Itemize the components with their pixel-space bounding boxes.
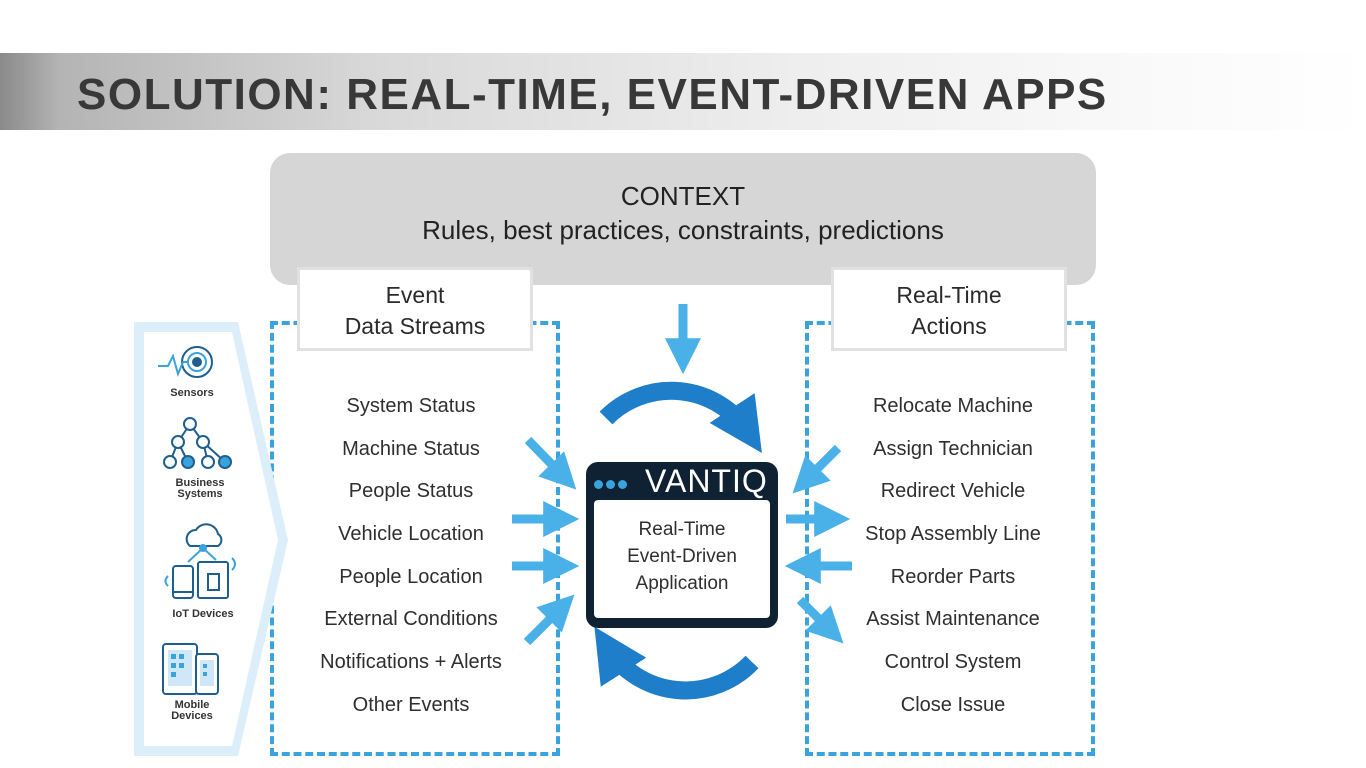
list-item: Notifications + Alerts (320, 651, 502, 674)
feedback-arrow-1 (792, 444, 842, 494)
application-text: Real-Time Event-Driven Application (594, 516, 770, 597)
mobile-devices-label-line2: Devices (171, 710, 213, 722)
action-arrows (784, 444, 852, 644)
cycle-arrow-bottom (594, 626, 759, 700)
window-dots-icon (594, 476, 630, 494)
iot-devices-label: IoT Devices (172, 608, 234, 620)
network-icon (163, 417, 232, 469)
mobile-icon (162, 643, 219, 695)
sensors-label: Sensors (170, 387, 214, 399)
list-item: Control System (884, 651, 1022, 674)
actions-header: Real-Time Actions (831, 267, 1067, 351)
slide-title: SOLUTION: REAL-TIME, EVENT-DRIVEN APPS (77, 70, 1108, 119)
iot-icon (164, 523, 236, 599)
title-band (0, 53, 1366, 130)
list-item: Assist Maintenance (866, 608, 1040, 631)
list-item: Assign Technician (873, 437, 1033, 460)
list-item: People Status (348, 480, 474, 503)
cycle-arrow-top (599, 381, 762, 453)
input-arrow-1 (524, 436, 577, 490)
event-streams-header: Event Data Streams (297, 267, 533, 351)
list-item: People Location (339, 565, 483, 588)
event-streams-header-line2: Data Streams (344, 313, 486, 339)
event-streams-header-line1: Event (385, 282, 445, 308)
application-line1: Real-Time (638, 519, 726, 540)
input-arrows (512, 436, 580, 646)
context-title: CONTEXT (620, 181, 746, 211)
actions-header-line1: Real-Time (896, 282, 1002, 308)
input-arrow-4 (523, 594, 575, 646)
application-line3: Application (635, 573, 729, 594)
business-systems-label-line2: Systems (177, 488, 223, 500)
list-item: Stop Assembly Line (865, 523, 1041, 546)
actions-list: Relocate Machine Assign Technician Redir… (838, 385, 1068, 727)
list-item: Relocate Machine (872, 395, 1034, 417)
event-streams-list: System Status Machine Status People Stat… (296, 385, 526, 727)
list-item: Machine Status (342, 437, 480, 460)
list-item: Close Issue (900, 693, 1006, 716)
list-item: External Conditions (324, 608, 498, 631)
vantiq-logo: VANTIQ (645, 463, 768, 499)
output-arrow-2 (796, 596, 844, 644)
list-item: Other Events (352, 693, 470, 716)
actions-header-line2: Actions (911, 313, 987, 339)
application-line2: Event-Driven (627, 546, 737, 567)
business-systems-label-line1: Business (175, 477, 225, 489)
list-item: System Status (346, 395, 476, 417)
mobile-devices-label: Mobile Devices (150, 700, 234, 722)
context-subtitle: Rules, best practices, constraints, pred… (422, 215, 944, 245)
application-panel (594, 500, 770, 618)
list-item: Reorder Parts (890, 565, 1016, 588)
list-item: Redirect Vehicle (880, 480, 1026, 503)
business-systems-label: Business Systems (150, 478, 250, 500)
mobile-devices-label-line1: Mobile (174, 699, 210, 711)
list-item: Vehicle Location (338, 523, 484, 546)
context-box (270, 153, 1096, 285)
sensor-icon (158, 346, 213, 378)
